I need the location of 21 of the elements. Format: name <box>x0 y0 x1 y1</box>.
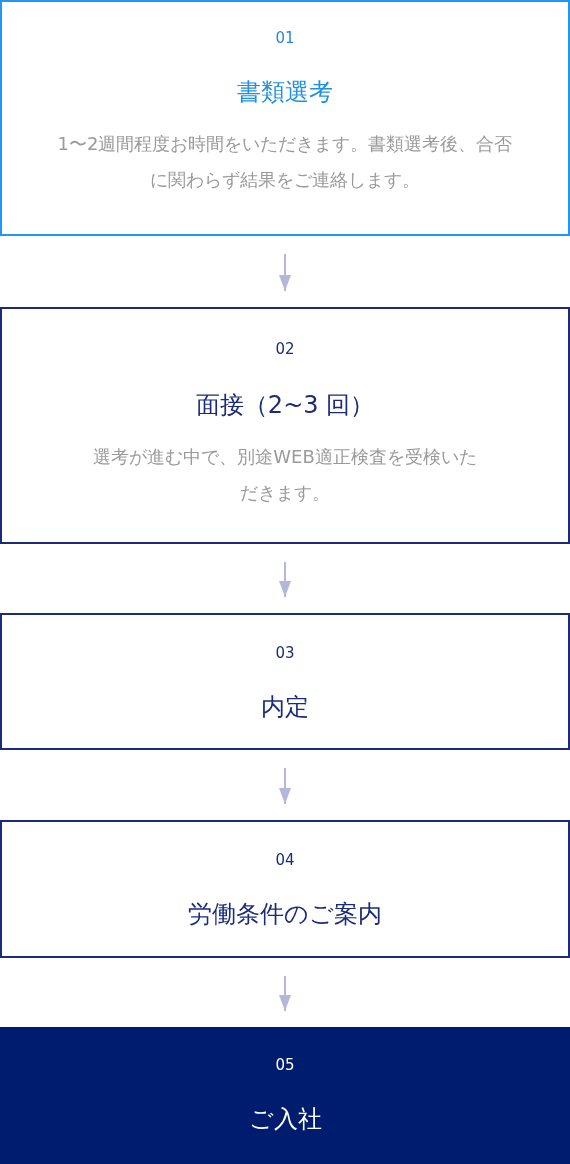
arrow <box>279 561 291 598</box>
step-number: 04 <box>274 850 296 870</box>
step-box <box>0 307 570 544</box>
step-number: 05 <box>274 1055 296 1075</box>
step-box <box>0 820 570 958</box>
step-title: 内定 <box>260 692 310 723</box>
step-description: 選考が進む中で、別途WEB適正検査を受検いただきます。 <box>92 445 478 505</box>
step-title: ご入社 <box>247 1104 323 1135</box>
step-box <box>0 1027 570 1164</box>
arrow <box>279 767 291 805</box>
step-title: 労働条件のご案内 <box>187 899 383 930</box>
step-title: 面接（2~3 回） <box>194 390 376 421</box>
step-number: 01 <box>274 28 296 48</box>
step-description: 1〜2週間程度お時間をいただきます。書類選考後、合否に関わらず結果をご連絡します。 <box>56 132 514 192</box>
step-title: 書類選考 <box>236 77 334 108</box>
step-number: 02 <box>274 339 296 359</box>
step-number: 03 <box>274 643 296 663</box>
step-box <box>0 0 570 236</box>
arrow <box>279 975 291 1012</box>
arrow <box>279 253 291 292</box>
step-box <box>0 613 570 750</box>
